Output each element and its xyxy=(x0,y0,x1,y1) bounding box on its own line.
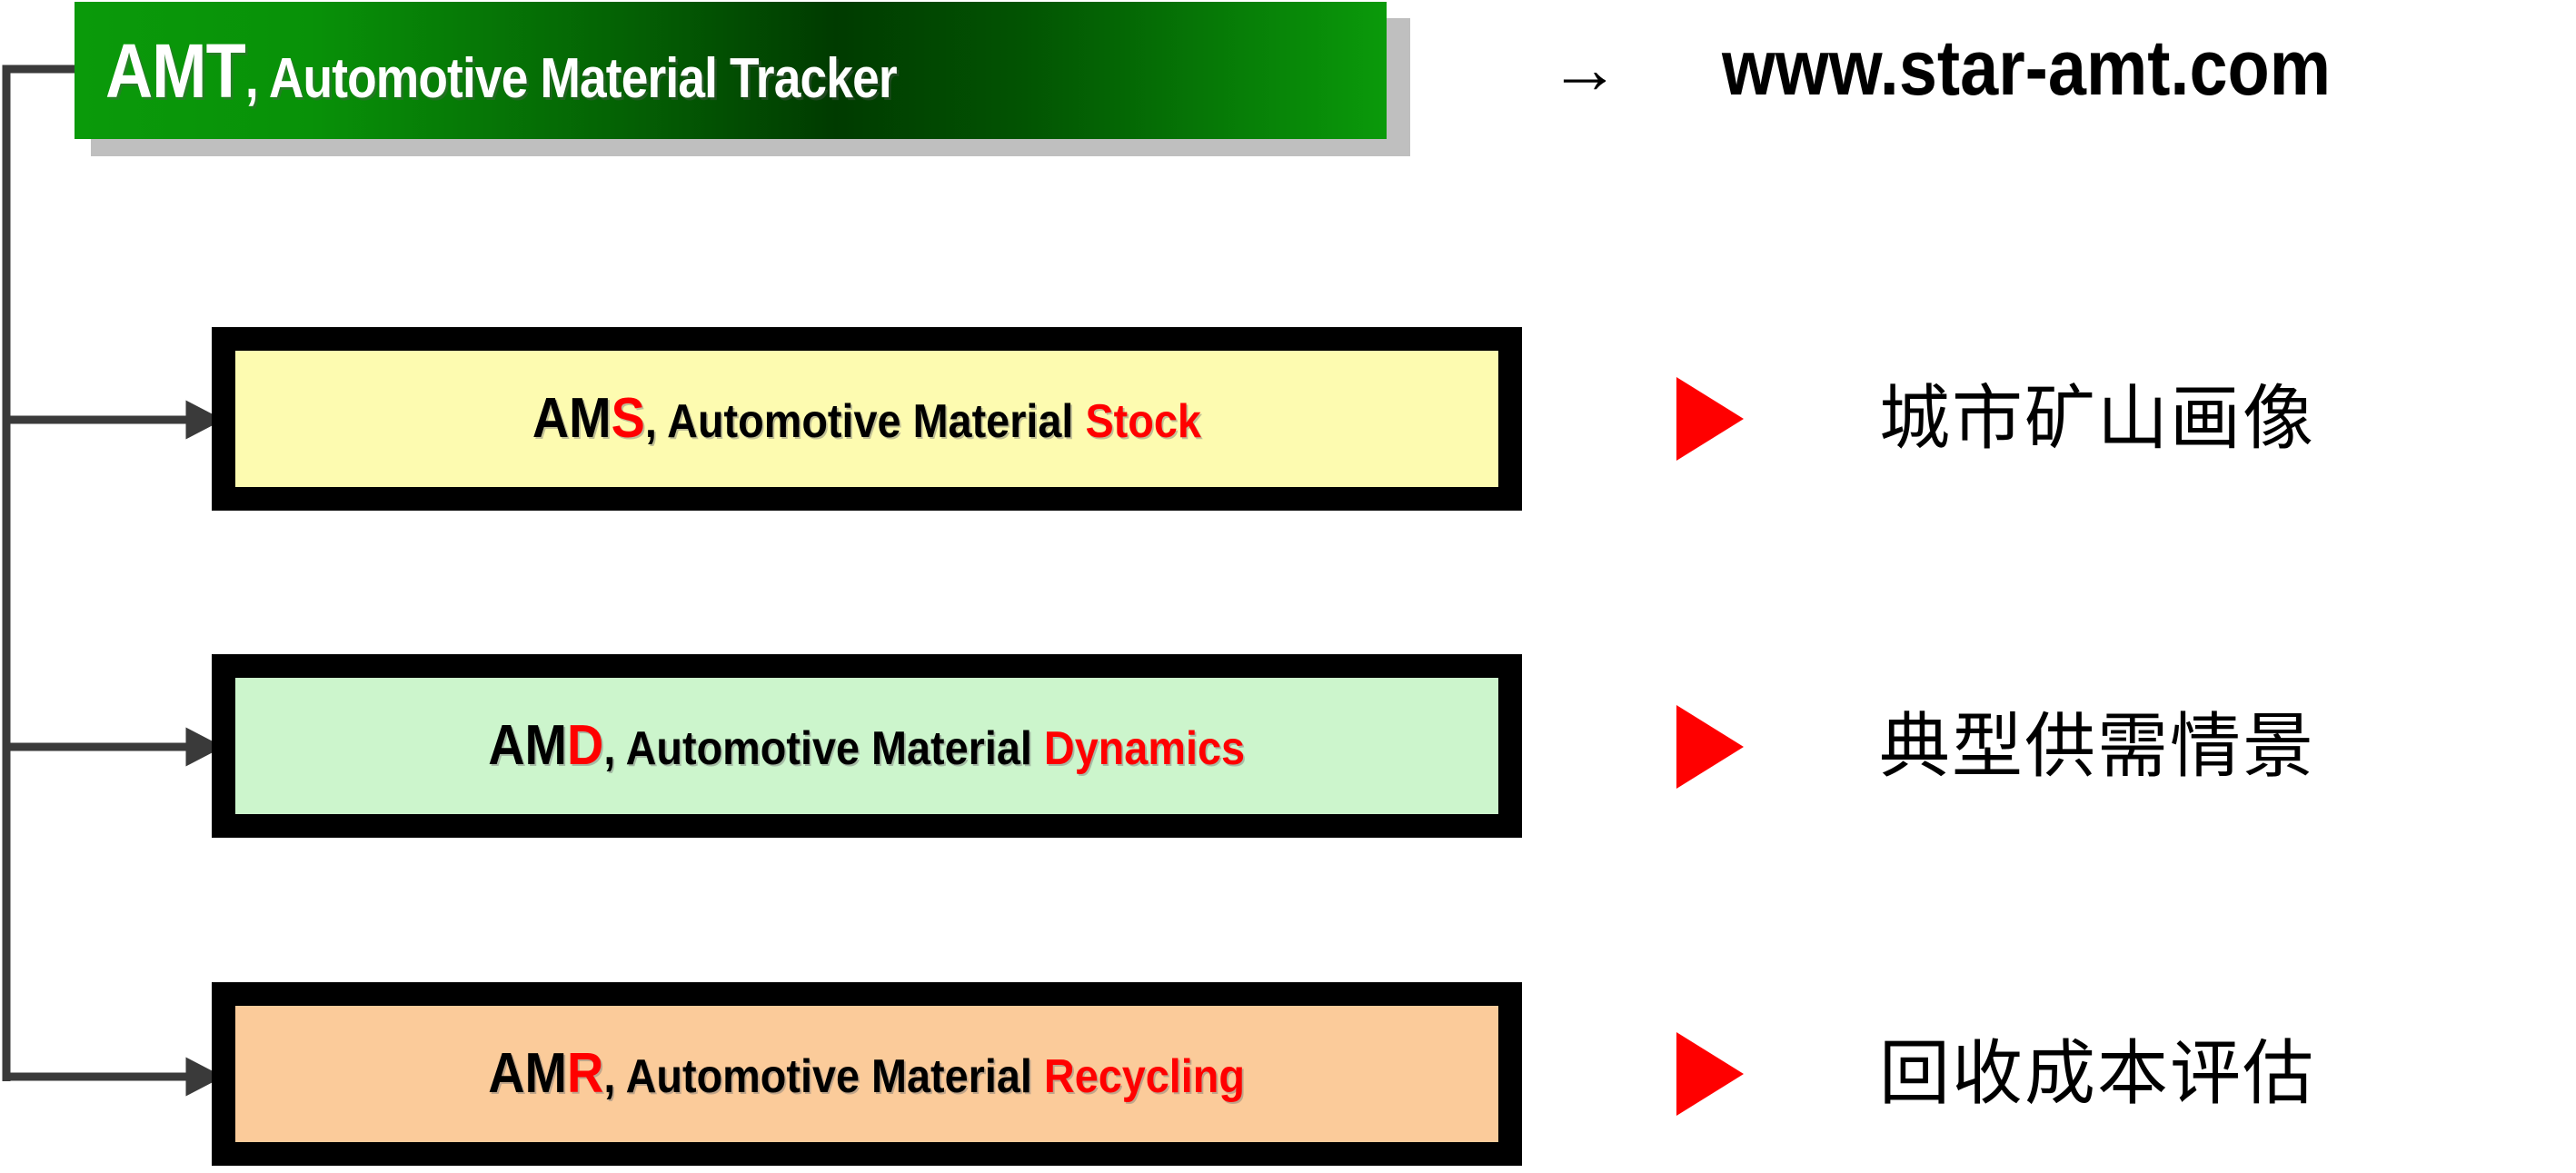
item-box-ams[interactable]: AMS, Automotive Material Stock xyxy=(212,327,1522,511)
caption-ams: 城市矿山画像 xyxy=(1879,378,2316,458)
ams-prefix: AM xyxy=(532,387,612,450)
item-label-amr: AMR, Automotive Material Recycling xyxy=(489,1046,1246,1102)
ams-separator: , xyxy=(645,395,658,448)
red-triangle-icon-amd xyxy=(1676,705,1744,789)
amr-separator: , xyxy=(603,1050,616,1103)
amd-expansion: Automotive Material xyxy=(615,722,1045,775)
item-label-amd: AMD, Automotive Material Dynamics xyxy=(489,718,1246,774)
amd-prefix: AM xyxy=(488,714,568,777)
header-acronym: AMT xyxy=(105,27,246,114)
amr-highlight-letter: R xyxy=(567,1042,604,1105)
amd-highlight-letter: D xyxy=(567,714,604,777)
caption-amr: 回收成本评估 xyxy=(1879,1033,2316,1113)
item-label-ams: AMS, Automotive Material Stock xyxy=(532,391,1201,447)
item-fill-amr: AMR, Automotive Material Recycling xyxy=(235,1006,1498,1142)
right-arrow-icon: → xyxy=(1549,28,1620,108)
amd-separator: , xyxy=(603,722,616,775)
amr-expansion-highlight: Recycling xyxy=(1044,1050,1246,1103)
item-box-amd[interactable]: AMD, Automotive Material Dynamics xyxy=(212,654,1522,838)
amr-expansion: Automotive Material xyxy=(615,1050,1045,1103)
website-url[interactable]: www.star-amt.com xyxy=(1722,25,2332,112)
amd-expansion-highlight: Dynamics xyxy=(1044,722,1246,775)
header-expansion: Automotive Material Tracker xyxy=(257,46,898,110)
ams-expansion-highlight: Stock xyxy=(1085,395,1202,448)
red-triangle-icon-ams xyxy=(1676,377,1744,461)
item-box-amr[interactable]: AMR, Automotive Material Recycling xyxy=(212,982,1522,1166)
header-banner-amt[interactable]: AMT, Automotive Material Tracker xyxy=(75,2,1387,139)
header-title: AMT, Automotive Material Tracker xyxy=(105,33,898,110)
ams-highlight-letter: S xyxy=(611,387,646,450)
caption-amd: 典型供需情景 xyxy=(1879,706,2316,786)
item-fill-amd: AMD, Automotive Material Dynamics xyxy=(235,678,1498,814)
header-separator: , xyxy=(244,46,259,110)
red-triangle-icon-amr xyxy=(1676,1032,1744,1116)
ams-expansion: Automotive Material xyxy=(657,395,1086,448)
connector-trunk xyxy=(2,65,75,1081)
amr-prefix: AM xyxy=(488,1042,568,1105)
item-fill-ams: AMS, Automotive Material Stock xyxy=(235,351,1498,487)
